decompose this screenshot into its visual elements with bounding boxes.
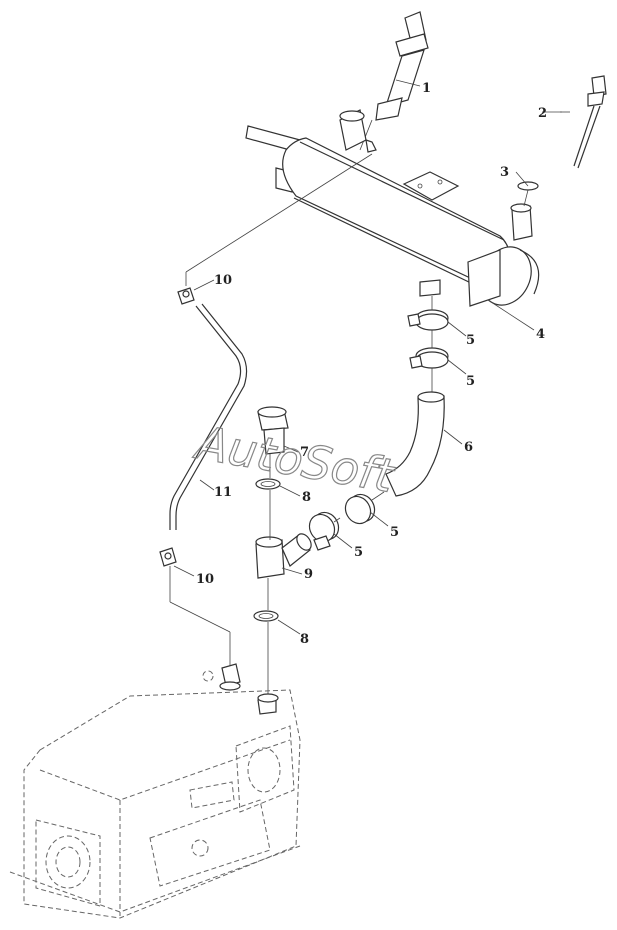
part-7-plug bbox=[257, 406, 289, 455]
label-5d: 5 bbox=[354, 545, 363, 560]
label-10b: 10 bbox=[196, 572, 214, 587]
label-5c: 5 bbox=[390, 525, 399, 540]
label-9: 9 bbox=[304, 567, 313, 582]
tank-filler-neck bbox=[339, 109, 377, 153]
label-7: 7 bbox=[300, 445, 309, 460]
part-10-fitting-lower bbox=[159, 547, 177, 567]
label-5a: 5 bbox=[466, 333, 475, 348]
label-2: 2 bbox=[538, 106, 547, 121]
part-10-fitting-upper bbox=[177, 287, 195, 305]
part-8-washer-lower bbox=[253, 610, 279, 622]
callout-labels: 1 2 3 4 5 5 6 7 8 5 5 9 8 10 10 11 bbox=[196, 81, 547, 647]
part-9-fitting bbox=[255, 533, 312, 579]
part-2-rod-sensor bbox=[560, 75, 607, 169]
label-8a: 8 bbox=[302, 490, 311, 505]
leader-lines bbox=[173, 79, 562, 635]
part-5-clamp-lower-right bbox=[344, 493, 376, 525]
label-4: 4 bbox=[536, 327, 545, 342]
label-8b: 8 bbox=[300, 632, 309, 647]
label-5b: 5 bbox=[466, 374, 475, 389]
label-10a: 10 bbox=[214, 273, 232, 288]
part-5-clamp-lower-left bbox=[308, 511, 340, 551]
part-8-washer-upper bbox=[255, 478, 281, 490]
label-1: 1 bbox=[422, 81, 431, 96]
gearbox-housing bbox=[9, 663, 301, 919]
label-3: 3 bbox=[500, 165, 509, 180]
part-1-sensor bbox=[359, 11, 429, 151]
part-4-expansion-tank bbox=[245, 125, 540, 307]
label-11: 11 bbox=[214, 485, 232, 500]
label-6: 6 bbox=[464, 440, 473, 455]
part-5-clamp-middle bbox=[409, 347, 449, 369]
part-5-clamp-upper bbox=[407, 309, 449, 331]
part-11-pipe bbox=[169, 303, 248, 530]
part-6-hose bbox=[385, 391, 445, 497]
